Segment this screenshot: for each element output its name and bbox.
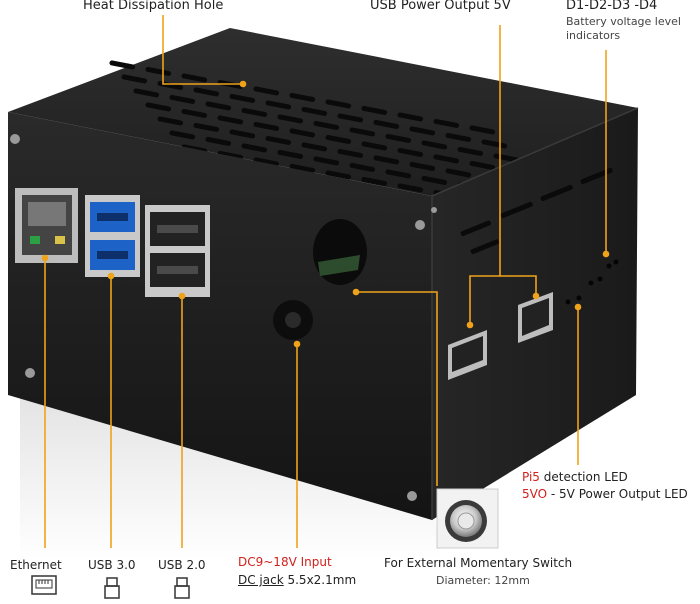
usb3-ports [85, 195, 140, 277]
ethernet-port-icon [31, 575, 57, 595]
ethernet-label: Ethernet [10, 558, 62, 572]
heat-hole-slot [121, 74, 148, 84]
switch-hole [313, 219, 367, 285]
heat-hole-slot [157, 116, 184, 126]
heat-hole-slot [277, 149, 304, 159]
heat-hole-slot [337, 148, 364, 158]
external-switch-label: For External Momentary Switch [384, 556, 573, 570]
heat-hole-slot [361, 105, 388, 115]
callout-lines [41, 15, 610, 548]
heat-hole-slot [397, 147, 424, 157]
heat-hole-slot [469, 160, 496, 170]
heat-hole-slot [145, 66, 172, 76]
heat-hole-slot [109, 60, 136, 70]
heat-hole-slot [457, 146, 484, 156]
usb2-label: USB 2.0 [158, 558, 206, 572]
heat-hole-slot [469, 125, 496, 135]
heat-hole-slot [169, 130, 196, 140]
heat-hole-slot [421, 175, 448, 185]
heat-hole-slot [289, 128, 316, 138]
heat-hole-slot [349, 162, 376, 172]
heat-hole-slot [337, 113, 364, 123]
heat-dissipation-label: Heat Dissipation Hole [83, 0, 224, 13]
heat-hole-slot [205, 101, 232, 111]
heat-hole-slot [349, 127, 376, 137]
usb2-ports [145, 205, 210, 297]
heat-hole-slot [193, 122, 220, 132]
heat-hole-slot [241, 107, 268, 117]
heat-hole-slot [385, 133, 412, 143]
heat-hole-slot [181, 108, 208, 118]
heat-hole-slot [409, 161, 436, 171]
heat-hole-slot [241, 143, 268, 153]
heat-hole-slot [277, 114, 304, 124]
heat-hole-slot [301, 142, 328, 152]
heat-hole-slot [397, 112, 424, 122]
heat-hole-slot [229, 129, 256, 139]
heat-hole-slot [325, 99, 352, 109]
heat-hole-slot [229, 93, 256, 103]
battery-led-subtitle-2: indicators [566, 29, 621, 42]
heat-hole-slot [289, 92, 316, 102]
heat-holes [109, 60, 568, 219]
heat-hole-slot [157, 80, 184, 90]
switch-diameter-label: Diameter: 12mm [436, 574, 530, 587]
heat-hole-slot [373, 119, 400, 129]
dc-jack [273, 300, 313, 340]
usb2-port-icon [174, 577, 190, 599]
side-leds [565, 259, 619, 305]
heat-hole-slot [421, 140, 448, 150]
dc-jack-size: 5.5x2.1mm [283, 573, 357, 587]
heat-hole-slot [313, 120, 340, 130]
ethernet-port [15, 188, 78, 263]
usb3-label: USB 3.0 [88, 558, 136, 572]
pi5-detection-led-label: Pi5 detection LED [522, 470, 628, 484]
pi5-text: Pi5 [522, 470, 540, 484]
5vo-desc: - 5V Power Output LED [547, 487, 688, 501]
heat-hole-slot [181, 73, 208, 83]
floor-reflection [20, 395, 440, 560]
heat-hole-slot [409, 126, 436, 136]
heat-hole-slot [253, 157, 280, 167]
heat-hole-slot [205, 136, 232, 146]
dc-input-label: DC9~18V Input [238, 555, 332, 569]
heat-hole-slot [265, 135, 292, 145]
heat-hole-slot [145, 102, 172, 112]
battery-led-title: D1-D2-D3 -D4 [566, 0, 658, 13]
heat-hole-slot [133, 88, 160, 98]
pi5-desc: detection LED [539, 470, 628, 484]
heat-hole-slot [397, 183, 424, 193]
battery-led-subtitle-1: Battery voltage level [566, 15, 681, 28]
heat-hole-slot [253, 86, 280, 96]
heat-hole-slot [361, 176, 388, 186]
heat-hole-slot [373, 155, 400, 165]
heat-hole-slot [385, 169, 412, 179]
5v-output-led-label: 5VO - 5V Power Output LED [522, 487, 688, 501]
side-usb-ports [448, 292, 553, 380]
heat-hole-slot [217, 115, 244, 125]
heat-hole-slot [325, 170, 352, 180]
heat-hole-slot [325, 134, 352, 144]
screws [10, 134, 437, 501]
usb-power-output-label: USB Power Output 5V [370, 0, 511, 13]
heat-hole-slot [265, 100, 292, 110]
heat-hole-slot [169, 94, 196, 104]
usb3-port-icon [104, 577, 120, 599]
dc-jack-text: DC jack [238, 573, 284, 587]
heat-hole-slot [445, 132, 472, 142]
heat-hole-slot [433, 118, 460, 128]
heat-hole-slot [289, 163, 316, 173]
heat-hole-slot [361, 141, 388, 151]
switch-inset [436, 488, 499, 549]
side-vents [460, 167, 613, 255]
heat-hole-slot [445, 168, 472, 178]
heat-hole-slot [253, 121, 280, 131]
5vo-text: 5VO [522, 487, 548, 501]
heat-hole-slot [433, 154, 460, 164]
dc-jack-label: DC jack 5.5x2.1mm [238, 573, 356, 587]
heat-hole-slot [301, 106, 328, 116]
heat-hole-slot [313, 156, 340, 166]
heat-hole-slot [193, 87, 220, 97]
